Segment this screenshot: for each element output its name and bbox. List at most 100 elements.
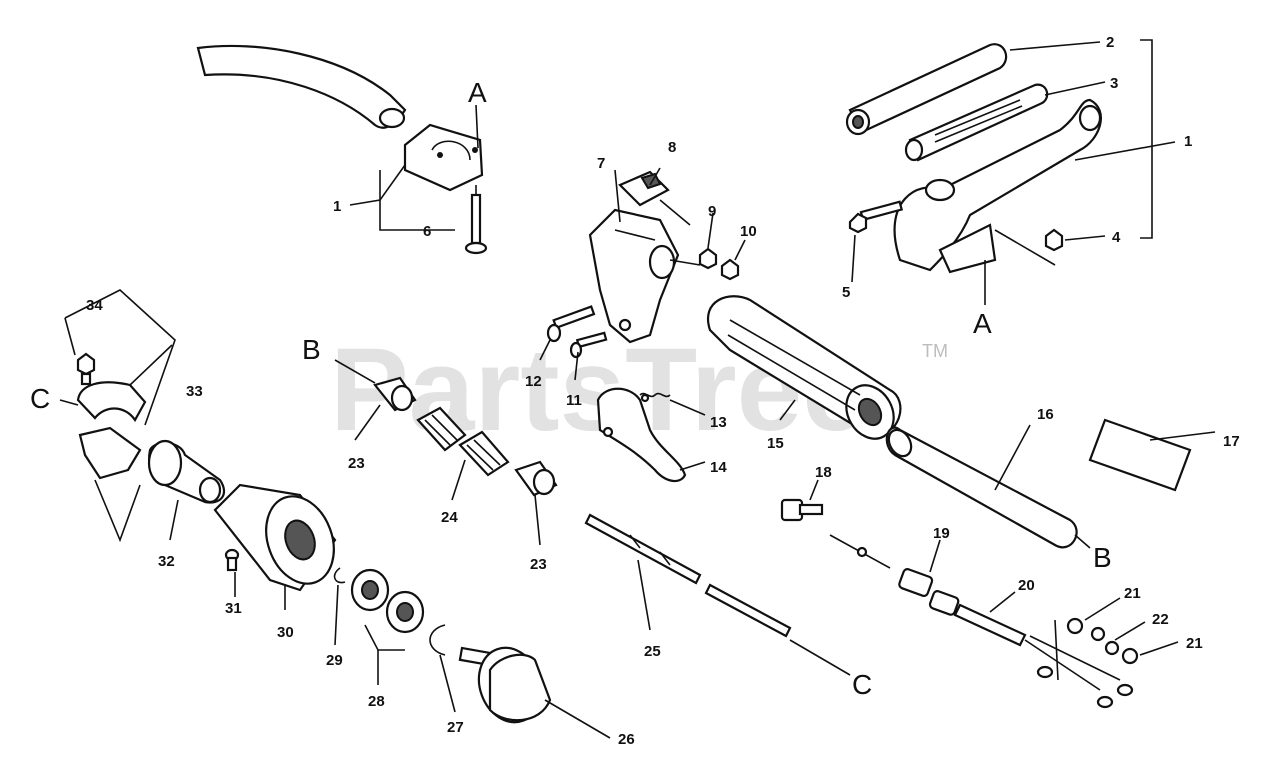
foam-grip-15[interactable] bbox=[707, 295, 903, 447]
screw-12[interactable] bbox=[546, 305, 596, 343]
clutch-drum-26[interactable] bbox=[458, 639, 552, 731]
letter-b-right: B bbox=[1093, 542, 1112, 573]
retaining-ring-27[interactable] bbox=[429, 624, 446, 656]
connector-19[interactable] bbox=[898, 568, 960, 616]
callout-10: 10 bbox=[740, 223, 757, 240]
leader-17 bbox=[1149, 431, 1216, 441]
callout-20: 20 bbox=[1018, 577, 1035, 594]
handle-clamp-left[interactable] bbox=[403, 123, 484, 192]
coupler-23-left[interactable] bbox=[373, 376, 417, 412]
callout-5: 5 bbox=[842, 284, 850, 301]
grip-2[interactable] bbox=[845, 43, 1008, 136]
throttle-trigger-14[interactable] bbox=[596, 387, 687, 483]
callout-1-left: 1 bbox=[333, 198, 341, 215]
leader-20-vertical bbox=[1054, 619, 1059, 681]
leader-23-right bbox=[534, 494, 541, 546]
tube-16[interactable] bbox=[884, 426, 1078, 549]
leader-16 bbox=[994, 424, 1031, 491]
callout-9: 9 bbox=[708, 203, 716, 220]
bearing-28a[interactable] bbox=[350, 568, 390, 612]
grip-3[interactable] bbox=[904, 83, 1049, 162]
leader-5 bbox=[851, 234, 856, 283]
callout-16: 16 bbox=[1037, 406, 1054, 423]
spline-24b[interactable] bbox=[458, 430, 510, 477]
leader-1-left bbox=[349, 164, 406, 206]
leader-b-right bbox=[1074, 534, 1091, 549]
leader-3 bbox=[1044, 81, 1106, 96]
callout-24: 24 bbox=[441, 509, 458, 526]
washer-21-bottom[interactable] bbox=[1121, 647, 1139, 665]
washer-21-top[interactable] bbox=[1066, 617, 1084, 635]
clutch-housing-30[interactable] bbox=[213, 483, 345, 593]
clamp-33-upper[interactable] bbox=[76, 381, 147, 423]
snap-ring-29[interactable] bbox=[333, 567, 346, 584]
leader-25 bbox=[637, 559, 651, 631]
leader-a-top bbox=[475, 104, 479, 149]
wire-end[interactable] bbox=[829, 534, 891, 569]
letter-c-bottom: C bbox=[852, 669, 872, 700]
screw-31[interactable] bbox=[224, 548, 240, 572]
callout-6: 6 bbox=[423, 223, 431, 240]
housing-32[interactable] bbox=[147, 439, 226, 504]
leader-34 bbox=[64, 317, 76, 356]
leader-24 bbox=[451, 459, 466, 501]
callout-15: 15 bbox=[767, 435, 784, 452]
clamp-33-lower[interactable] bbox=[78, 426, 142, 480]
leader-9 bbox=[707, 212, 714, 249]
leader-29 bbox=[334, 584, 339, 646]
nut-9[interactable] bbox=[698, 247, 718, 270]
callout-7: 7 bbox=[597, 155, 605, 172]
callout-11: 11 bbox=[566, 392, 582, 409]
bolt-5[interactable] bbox=[848, 200, 904, 234]
switch-8[interactable] bbox=[618, 170, 691, 226]
callout-2: 2 bbox=[1106, 34, 1114, 51]
bracket-1-4 bbox=[1140, 39, 1153, 239]
screw-18[interactable] bbox=[780, 498, 824, 522]
callout-33: 33 bbox=[186, 383, 203, 400]
callout-25: 25 bbox=[644, 643, 661, 660]
leader-27 bbox=[439, 654, 456, 713]
throttle-housing-7[interactable] bbox=[588, 208, 680, 344]
leader-10 bbox=[734, 239, 746, 261]
bracket-1-6 bbox=[379, 170, 455, 231]
leader-7 bbox=[614, 169, 621, 223]
spline-24a[interactable] bbox=[416, 406, 467, 452]
letter-c-left: C bbox=[30, 383, 50, 414]
nut-4[interactable] bbox=[1044, 228, 1064, 252]
leader-33 bbox=[129, 344, 173, 386]
callout-29: 29 bbox=[326, 652, 343, 669]
leader-12 bbox=[539, 339, 551, 361]
bolt-34[interactable] bbox=[76, 352, 96, 386]
leader-8 bbox=[649, 167, 661, 186]
nut-10[interactable] bbox=[720, 258, 740, 281]
callout-21-bottom: 21 bbox=[1186, 635, 1203, 652]
drive-shaft-25[interactable] bbox=[584, 513, 792, 638]
leader-26 bbox=[544, 699, 611, 739]
spring-13[interactable] bbox=[639, 392, 671, 403]
callout-18: 18 bbox=[815, 464, 832, 481]
leader-b-left bbox=[334, 359, 376, 384]
leader-21-bottom bbox=[1139, 641, 1179, 656]
leader-14 bbox=[679, 461, 706, 471]
callout-26: 26 bbox=[618, 731, 635, 748]
leader-4 bbox=[1064, 235, 1106, 241]
bearing-28b[interactable] bbox=[385, 590, 425, 634]
callout-8: 8 bbox=[668, 139, 676, 156]
cable-20[interactable] bbox=[953, 603, 1134, 709]
callout-4: 4 bbox=[1112, 229, 1121, 246]
clamp-bolt-6[interactable] bbox=[464, 193, 488, 255]
callout-31: 31 bbox=[225, 600, 242, 617]
callout-23-right: 23 bbox=[530, 556, 547, 573]
callout-19: 19 bbox=[933, 525, 950, 542]
letter-a-top: A bbox=[468, 77, 487, 108]
callout-14: 14 bbox=[710, 459, 727, 476]
leader-19 bbox=[929, 539, 941, 573]
handle-tube-left[interactable] bbox=[196, 44, 407, 129]
leader-clamp-4 bbox=[994, 229, 1056, 266]
loop-handle-1[interactable] bbox=[893, 98, 1102, 274]
coupler-23-right[interactable] bbox=[514, 460, 558, 497]
bracket-34 bbox=[64, 289, 176, 426]
spacer-22[interactable] bbox=[1090, 626, 1120, 656]
decal-17[interactable] bbox=[1088, 418, 1192, 492]
